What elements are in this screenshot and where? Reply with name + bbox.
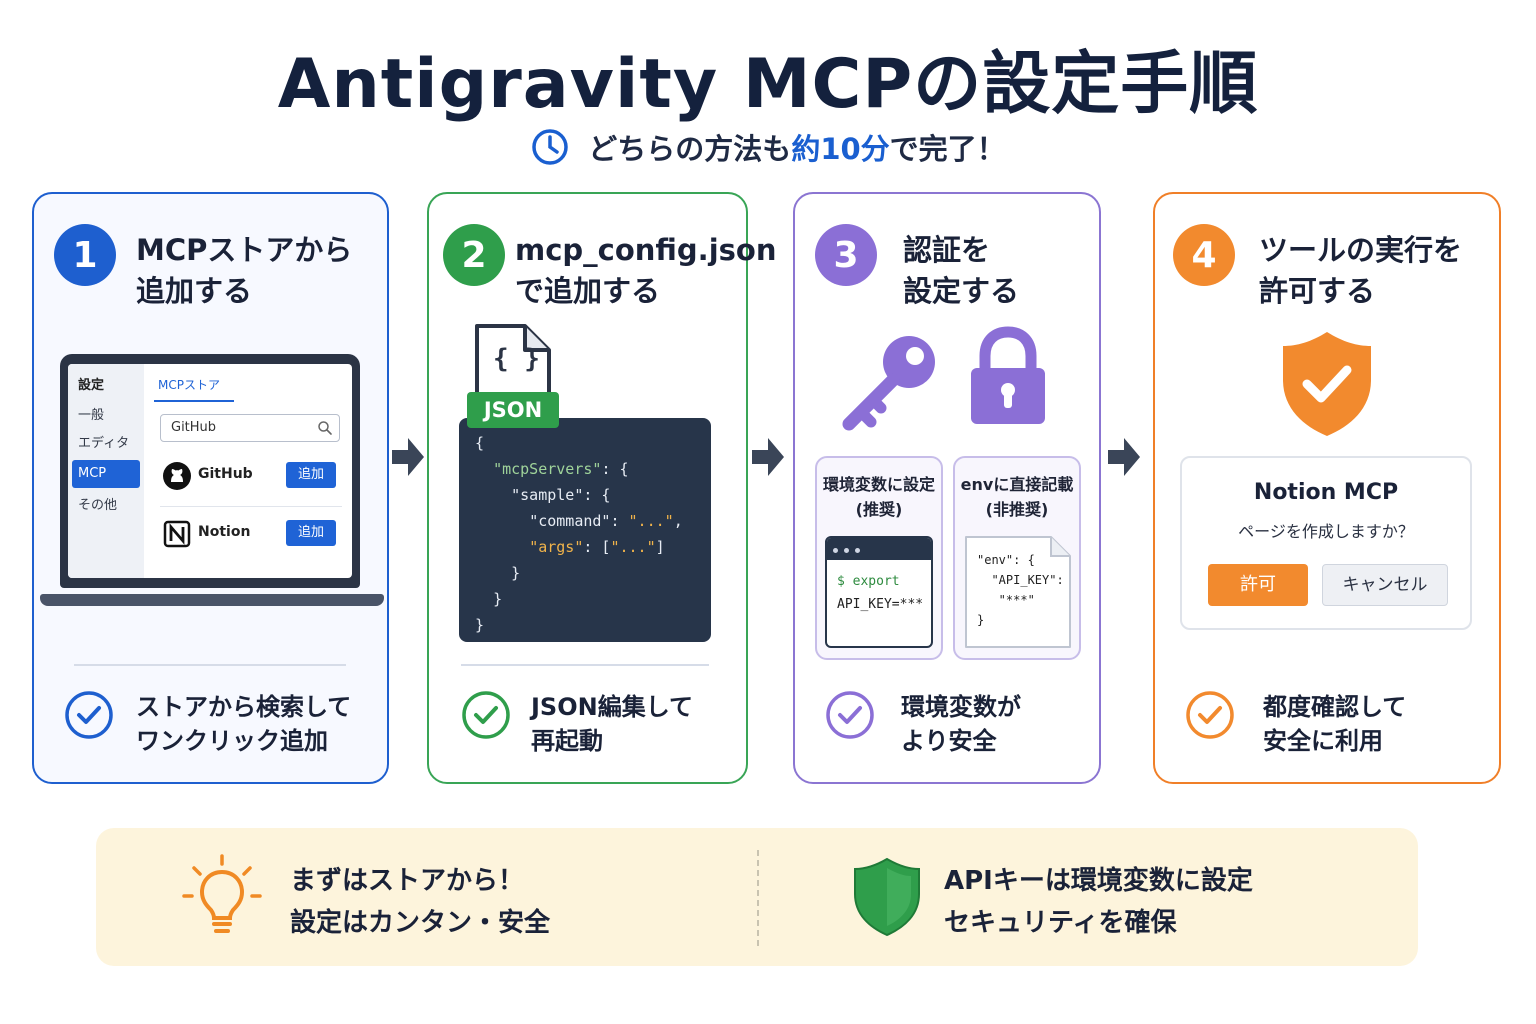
search-icon — [318, 421, 332, 435]
store-item-notion: Notion 追加 — [160, 514, 342, 554]
step-2-summary: JSON編集して 再起動 — [531, 693, 693, 755]
permission-dialog: Notion MCP ページを作成しますか？ 許可 キャンセル — [1180, 456, 1472, 630]
shield-check-icon — [1283, 332, 1371, 436]
banner-divider — [757, 850, 759, 946]
laptop-illustration: 設定 一般 エディタ MCP その他 MCPストア GitHub — [60, 354, 360, 588]
notion-icon — [163, 520, 191, 548]
shield-icon — [854, 857, 920, 937]
dialog-title: Notion MCP — [1253, 480, 1399, 505]
step-card-1: 1 MCPストアから 追加する 設定 一般 エディタ MCP その他 MCPスト… — [32, 192, 389, 784]
lightbulb-icon — [182, 854, 262, 933]
search-input[interactable]: GitHub — [160, 414, 340, 442]
step-number-4: 4 — [1173, 224, 1235, 286]
add-notion-button[interactable]: 追加 — [286, 520, 336, 546]
step-3-summary: 環境変数が より安全 — [901, 693, 1021, 755]
arrow-right-icon — [392, 438, 424, 476]
env-code-text: "env": { "API_KEY": "***" } — [977, 553, 1064, 627]
clock-icon — [532, 129, 569, 165]
option-env-direct-label: envに直接記載 (非推奨) — [960, 475, 1074, 519]
step-card-2: 2 mcp_config.json で追加する { } { "mcpServer… — [427, 192, 776, 784]
github-icon — [163, 462, 191, 490]
sidebar-heading: 設定 — [78, 378, 105, 393]
laptop-screen: 設定 一般 エディタ MCP その他 MCPストア GitHub — [68, 364, 352, 578]
step-number-1: 1 — [54, 224, 116, 286]
tab-mcp-store[interactable]: MCPストア — [158, 378, 220, 392]
json-tag: JSON — [467, 392, 559, 428]
step-title-2: mcp_config.json で追加する — [515, 233, 777, 308]
settings-sidebar: 設定 一般 エディタ MCP その他 — [68, 364, 144, 578]
document-icon — [965, 536, 1071, 648]
cancel-button[interactable]: キャンセル — [1322, 564, 1448, 606]
arrow-right-icon — [752, 438, 784, 476]
allow-button[interactable]: 許可 — [1208, 564, 1308, 606]
step-title-3: 認証を 設定する — [903, 233, 1020, 308]
tip-right-text: APIキーは環境変数に設定 セキュリティを確保 — [944, 866, 1253, 938]
subtitle: どちらの方法も 約10分 で完了！ — [0, 126, 1536, 168]
tab-underline — [154, 400, 234, 402]
page-title: Antigravity MCPの設定手順 — [277, 45, 1259, 124]
check-circle-icon — [462, 691, 510, 739]
check-circle-icon — [826, 691, 874, 739]
key-icon — [842, 336, 935, 431]
option-env-variable-label: 環境変数に設定 (推奨) — [822, 475, 935, 519]
json-code-block: { "mcpServers": { "sample": { "command":… — [459, 418, 711, 642]
card-divider — [461, 664, 709, 666]
tip-left-text: まずはストアから！ 設定はカンタン・安全 — [290, 866, 551, 938]
step-title-4: ツールの実行を 許可する — [1259, 233, 1463, 308]
step-1-summary: ストアから検索して ワンクリック追加 — [136, 693, 352, 755]
option-env-direct: envに直接記載 (非推奨) "env": { "API_KEY": "***"… — [953, 456, 1081, 660]
step-card-3: 3 認証を 設定する 環境変数に設定 (推奨) $ export API_KEY… — [793, 192, 1101, 784]
terminal-window: $ export API_KEY=*** — [825, 536, 933, 648]
step-4-summary: 都度確認して 安全に利用 — [1263, 693, 1407, 755]
sidebar-item-general[interactable]: 一般 — [78, 408, 105, 423]
sidebar-item-mcp[interactable]: MCP — [72, 460, 140, 488]
option-env-variable: 環境変数に設定 (推奨) $ export API_KEY=*** — [815, 456, 943, 660]
add-github-button[interactable]: 追加 — [286, 462, 336, 488]
terminal-titlebar — [827, 538, 931, 560]
card-divider — [825, 674, 1073, 676]
card-divider — [74, 664, 346, 666]
arrow-right-icon — [1108, 438, 1140, 476]
lock-icon — [971, 326, 1045, 424]
subtitle-text: どちらの方法も — [588, 132, 792, 166]
sidebar-item-editor[interactable]: エディタ — [78, 436, 130, 451]
store-item-name: Notion — [198, 524, 251, 540]
braces-icon: { } — [493, 344, 540, 374]
json-file-icon — [475, 324, 551, 406]
store-divider — [160, 506, 342, 507]
laptop-base — [40, 594, 384, 606]
subtitle-end: で完了！ — [889, 132, 1006, 166]
step-number-3: 3 — [815, 224, 877, 286]
store-item-name: GitHub — [198, 466, 253, 482]
subtitle-highlight: 約10分 — [791, 132, 890, 166]
dialog-message: ページを作成しますか？ — [1238, 522, 1414, 541]
check-circle-icon — [1186, 691, 1234, 739]
sidebar-item-other[interactable]: その他 — [78, 498, 118, 513]
step-card-4: 4 ツールの実行を 許可する Notion MCP ページを作成しますか？ 許可… — [1153, 192, 1501, 784]
store-item-github: GitHub 追加 — [160, 456, 342, 496]
tips-banner: まずはストアから！ 設定はカンタン・安全 APIキーは環境変数に設定 セキュリテ… — [96, 828, 1418, 966]
step-number-2: 2 — [443, 224, 505, 286]
step-title-1: MCPストアから 追加する — [136, 233, 353, 308]
check-circle-icon — [65, 691, 113, 739]
